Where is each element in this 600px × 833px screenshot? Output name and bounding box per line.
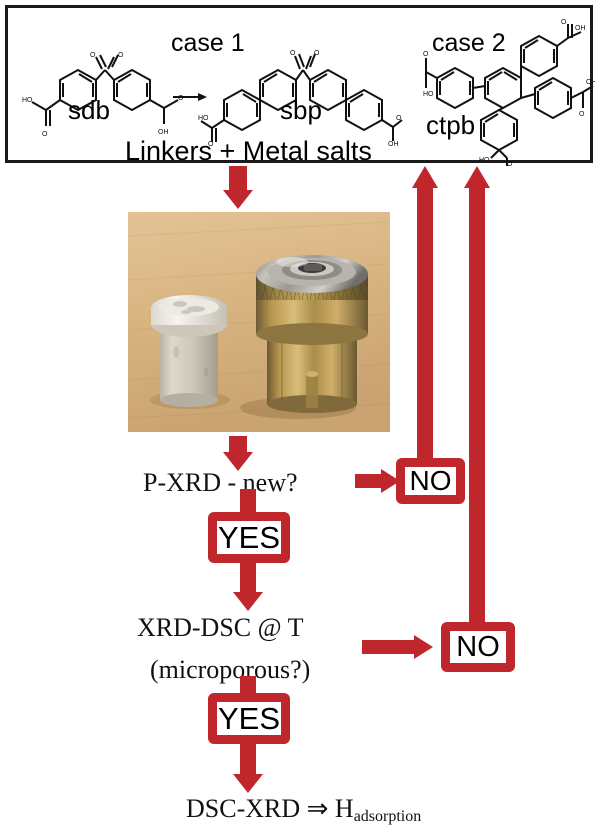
svg-text:O: O xyxy=(90,52,96,59)
sdb-structure-icon: HO O O O O OH xyxy=(22,52,184,138)
autoclave-photo xyxy=(128,212,390,432)
svg-text:HO: HO xyxy=(423,91,434,98)
final-result-subscript: adsorption xyxy=(353,808,422,825)
ctpb-structure-icon: OH O OH O O HO HO O xyxy=(423,19,595,166)
arrow-shaft-pxrd-to-no xyxy=(355,474,384,488)
reaction-arrow-icon xyxy=(173,93,207,101)
arrow-shaft-panel-to-photo xyxy=(229,166,247,191)
return-shaft-no-xrddsc xyxy=(469,186,485,626)
svg-text:O: O xyxy=(396,115,402,122)
svg-text:OH: OH xyxy=(586,79,595,86)
sdb-label: sdb xyxy=(68,95,110,125)
ctpb-label: ctpb xyxy=(426,110,476,140)
no-box-pxrd[interactable]: NO xyxy=(396,458,465,504)
case-2-label: case 2 xyxy=(432,29,506,57)
svg-text:HO: HO xyxy=(479,157,490,164)
svg-text:OH: OH xyxy=(575,25,586,32)
svg-text:O: O xyxy=(290,50,296,57)
arrow-shaft-photo-to-pxrd xyxy=(229,436,247,454)
no-box-xrddsc[interactable]: NO xyxy=(441,622,515,672)
yes-box-pxrd[interactable]: YES xyxy=(208,512,290,563)
svg-text:O: O xyxy=(561,19,567,26)
svg-text:O: O xyxy=(579,111,585,118)
arrow-head-xrddsc-to-no xyxy=(414,635,433,659)
svg-text:O: O xyxy=(42,131,48,138)
final-result-prefix: DSC-XRD ⇒ H xyxy=(186,794,354,823)
microporous-question-label: (microporous?) xyxy=(150,655,311,684)
case-1-label: case 1 xyxy=(171,29,245,57)
arrow-head-panel-to-photo xyxy=(223,190,253,209)
svg-text:O: O xyxy=(208,141,214,146)
return-shaft-no-pxrd xyxy=(417,186,433,460)
svg-text:O: O xyxy=(507,161,513,166)
arrow-head-photo-to-pxrd xyxy=(223,452,253,471)
connector-xrddsc-to-yes xyxy=(240,676,256,696)
linkers-panel: case 1 case 2 xyxy=(5,5,595,166)
sbp-label: sbp xyxy=(280,95,322,125)
final-result-label: DSC-XRD ⇒ Hadsorption xyxy=(186,794,422,825)
xrddsc-question-label: XRD-DSC @ T xyxy=(137,613,304,642)
pxrd-question-label: P-XRD - new? xyxy=(143,468,298,497)
return-arrow-head-no-xrddsc xyxy=(464,166,490,188)
arrow-head-yes-to-xrddsc xyxy=(233,592,263,611)
arrow-head-pxrd-to-no xyxy=(381,469,400,493)
arrow-shaft-yes-to-xrddsc xyxy=(240,560,256,594)
svg-text:O: O xyxy=(118,52,124,59)
arrow-head-yes-to-final xyxy=(233,774,263,793)
svg-text:O: O xyxy=(423,51,429,58)
svg-text:O: O xyxy=(178,95,184,102)
connector-pxrd-to-yes xyxy=(240,489,256,515)
arrow-shaft-xrddsc-to-no xyxy=(362,640,418,654)
svg-text:O: O xyxy=(314,50,320,57)
svg-text:HO: HO xyxy=(22,97,33,104)
linkers-metal-salts-label: Linkers + Metal salts xyxy=(125,136,372,166)
svg-text:OH: OH xyxy=(388,141,399,146)
sbp-structure-icon: HO O O O O OH xyxy=(198,50,403,146)
svg-text:HO: HO xyxy=(198,115,209,122)
arrow-shaft-yes-to-final xyxy=(240,741,256,777)
yes-box-xrddsc[interactable]: YES xyxy=(208,693,290,744)
return-arrow-head-no-pxrd xyxy=(412,166,438,188)
svg-text:OH: OH xyxy=(158,129,169,136)
